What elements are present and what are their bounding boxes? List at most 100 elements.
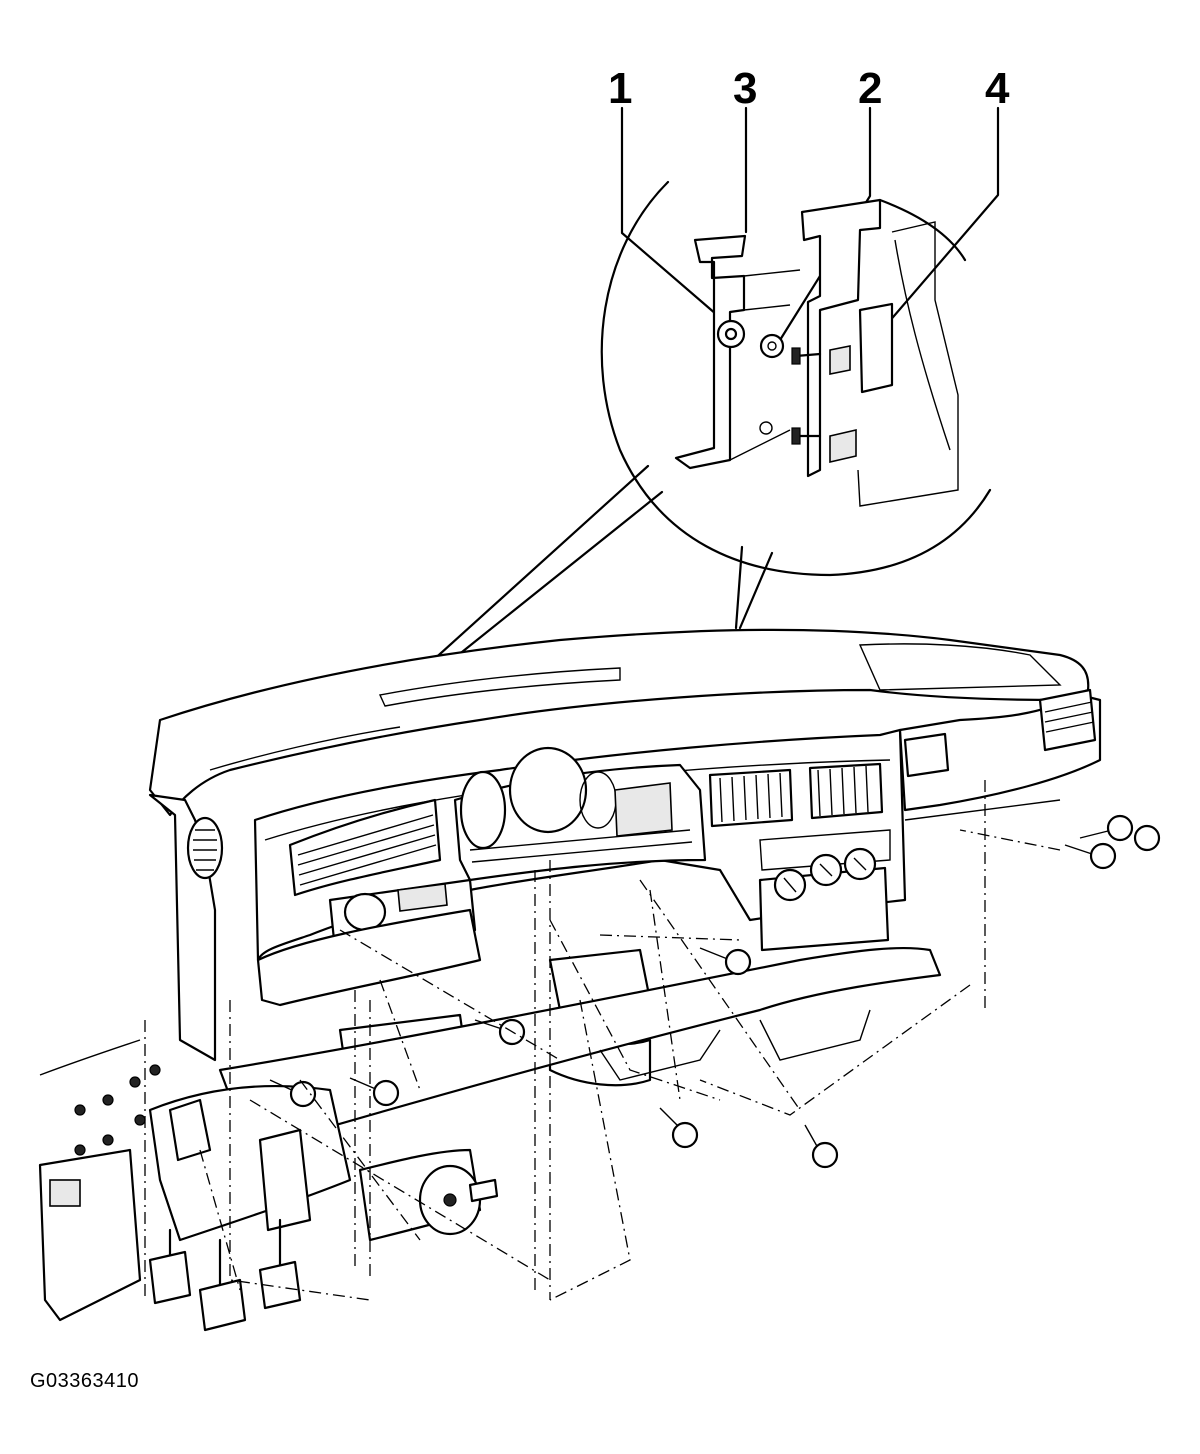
left-side-vent xyxy=(186,816,224,880)
steering-and-pedals xyxy=(38,1039,499,1332)
cluster-display xyxy=(614,782,673,837)
hole xyxy=(74,1104,86,1116)
hole xyxy=(149,1064,161,1076)
climate-knob-indicators xyxy=(783,857,867,893)
connector-line-c xyxy=(734,545,744,630)
defroster-vent xyxy=(378,667,621,707)
align-line xyxy=(699,984,971,1116)
hole xyxy=(74,1144,86,1156)
connector-line-a xyxy=(428,464,650,665)
screw xyxy=(269,1079,317,1108)
callout-labels: 1 3 2 4 xyxy=(608,64,1010,113)
steering-column xyxy=(258,1128,312,1232)
accelerator-pedal xyxy=(148,1250,192,1305)
leader-line-2 xyxy=(778,106,872,342)
bolt-head-lower xyxy=(791,427,801,445)
center-vent-right xyxy=(808,762,884,820)
screw xyxy=(1079,814,1161,852)
detail-magnifier xyxy=(428,180,992,670)
right-air-vent-slats xyxy=(1044,701,1095,733)
callout-4: 4 xyxy=(985,64,1010,113)
align-line xyxy=(649,889,681,1101)
washer-2 xyxy=(759,333,785,359)
screw xyxy=(1064,842,1117,870)
connector-line-b xyxy=(440,490,664,670)
center-vent-right-slats xyxy=(817,765,869,817)
screw xyxy=(659,1107,699,1149)
dashboard-top-cover xyxy=(148,628,1090,817)
screw xyxy=(699,947,752,976)
callout-3: 3 xyxy=(733,64,757,113)
wiring-harness xyxy=(39,1039,141,1076)
bolt-head-upper xyxy=(791,347,801,365)
left-air-vent-slats xyxy=(297,814,437,886)
panel-4 xyxy=(858,302,894,394)
connector-line-d xyxy=(738,551,774,630)
knee-bolster xyxy=(256,908,482,1007)
align-line xyxy=(379,979,421,1091)
center-vent-left-slats xyxy=(719,772,783,823)
hole xyxy=(102,1134,114,1146)
align-line xyxy=(599,934,741,941)
kick-panel-tab xyxy=(49,1179,81,1207)
gauge-speedometer xyxy=(508,746,588,834)
clip-lower xyxy=(829,428,857,464)
cross-car-beam xyxy=(218,946,942,1152)
alignment-lines xyxy=(144,780,1061,1301)
nut-1-hole xyxy=(724,327,738,341)
callout-2: 2 xyxy=(858,64,882,113)
dashboard-assembly xyxy=(148,628,1102,1152)
align-line xyxy=(249,1099,551,1281)
screw xyxy=(804,1124,839,1169)
column-shaft-end xyxy=(468,1178,499,1203)
leader-line-4 xyxy=(880,106,1000,332)
switch-blank xyxy=(397,883,448,912)
align-line xyxy=(199,1149,241,1291)
mounting-screws xyxy=(269,814,1161,1169)
right-cover-panel xyxy=(858,643,1062,691)
figure-id-label: G03363410 xyxy=(30,1370,140,1392)
align-line xyxy=(549,999,631,1301)
bracket-3 xyxy=(674,234,747,470)
beam-brackets xyxy=(599,1009,871,1081)
callout-1: 1 xyxy=(608,64,632,113)
brake-pedal xyxy=(198,1278,247,1332)
firewall-holes xyxy=(74,1064,161,1156)
leader-line-1 xyxy=(620,106,733,329)
leader-lines xyxy=(620,106,1000,342)
pillar-outline xyxy=(857,221,959,507)
pedal-bracket xyxy=(168,1098,212,1162)
align-line xyxy=(549,919,721,1101)
align-line xyxy=(299,1079,421,1241)
top-cover-line xyxy=(209,726,401,771)
align-line xyxy=(339,929,561,1061)
left-kick-panel xyxy=(38,1148,142,1322)
bracket-3-edges xyxy=(729,269,801,461)
align-line xyxy=(959,829,1061,851)
glovebox-edge xyxy=(904,799,1061,821)
right-air-vent xyxy=(1038,688,1097,752)
bracket-hole xyxy=(759,421,773,435)
clip-upper xyxy=(829,345,851,375)
pillar-curve xyxy=(894,239,951,451)
washer-2-hole xyxy=(767,341,777,351)
hole xyxy=(134,1114,146,1126)
align-line xyxy=(639,879,801,1111)
panel-frame xyxy=(800,198,882,478)
cluster-trim xyxy=(469,829,693,863)
hole xyxy=(129,1076,141,1088)
center-vent-left xyxy=(708,768,794,828)
ignition-keyhole xyxy=(443,1193,457,1207)
radio-slot xyxy=(759,829,891,871)
clutch-pedal xyxy=(258,1260,302,1310)
gauge-left xyxy=(459,770,507,850)
pedal-arms xyxy=(168,1218,282,1287)
passenger-bag-badge xyxy=(903,732,950,778)
magnifier-arc xyxy=(600,180,992,577)
magnifier-arc-top xyxy=(878,198,967,262)
hole xyxy=(102,1094,114,1106)
left-side-vent-slats xyxy=(193,829,217,871)
light-switch xyxy=(343,892,387,932)
